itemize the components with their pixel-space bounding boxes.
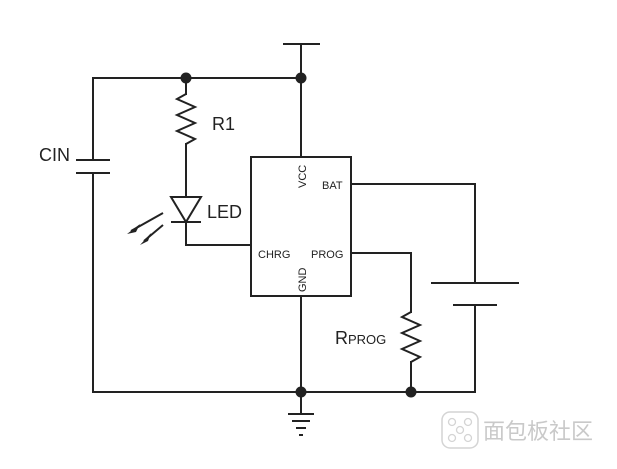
watermark-logo-icon [441, 411, 479, 449]
junction-dot [180, 72, 192, 84]
ground-symbol [288, 413, 314, 436]
bat-pin-label: BAT [322, 180, 343, 192]
battery-symbol [431, 282, 519, 306]
cin-capacitor [76, 159, 110, 174]
junction-dot [295, 386, 307, 398]
junction-dot [405, 386, 417, 398]
junction-dot [295, 72, 307, 84]
r1-label: R1 [212, 114, 235, 134]
watermark-text: 面包板社区 [483, 420, 593, 445]
chrg-pin-label: CHRG [258, 249, 290, 261]
r1-resistor [174, 93, 198, 145]
rprog-resistor [399, 311, 423, 363]
vcc-pin-label: VCC [297, 165, 309, 188]
cin-label: CIN [39, 145, 70, 165]
led-diode [169, 196, 203, 224]
led-emission-arrows [127, 212, 164, 245]
rprog-label-main: R [335, 328, 348, 348]
led-label: LED [207, 202, 242, 222]
rprog-label: RPROG [335, 328, 386, 348]
rprog-label-sub: PROG [348, 332, 386, 347]
gnd-pin-label: GND [297, 268, 309, 293]
prog-pin-label: PROG [311, 249, 343, 261]
watermark: 面包板社区 [441, 411, 593, 449]
supply-symbol [283, 43, 320, 79]
